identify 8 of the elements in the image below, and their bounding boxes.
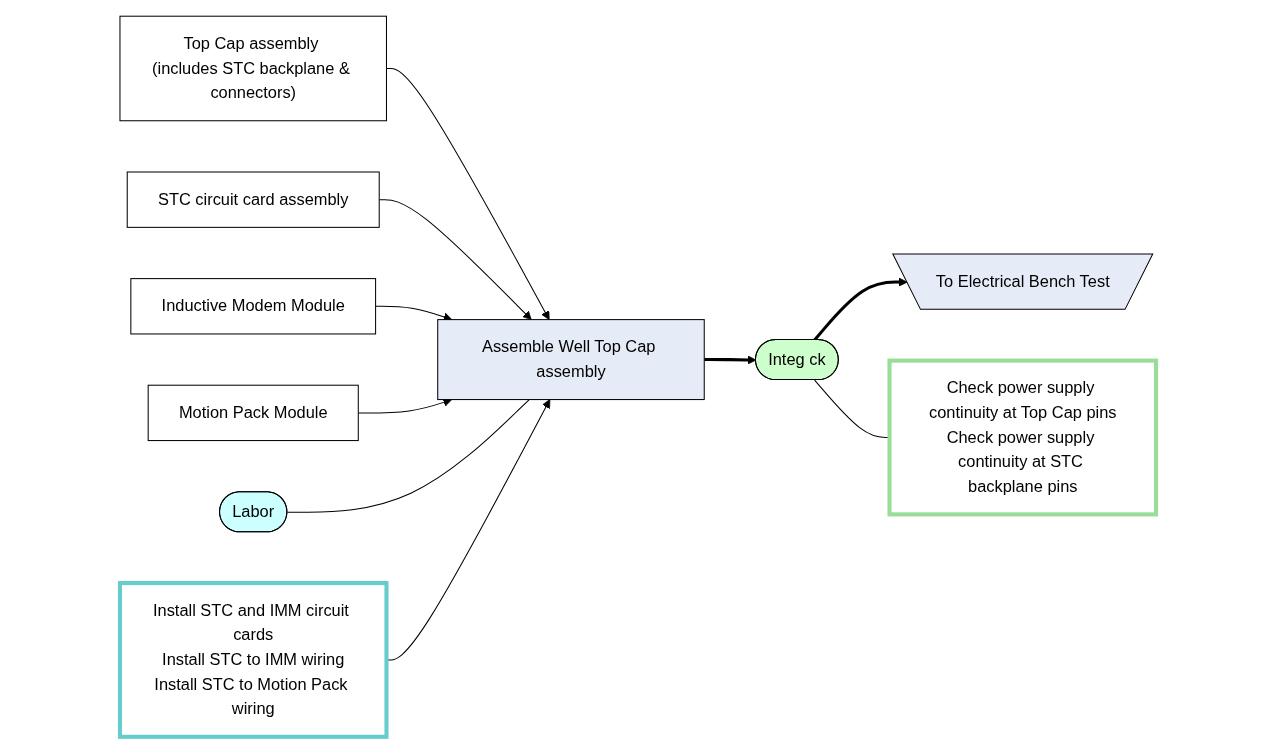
node-box: Check power supply continuity at Top Cap pins Check power supply continuity at STC backplane pins (887, 358, 1159, 517)
node-box: Inductive Modem Module (130, 278, 377, 335)
connector (286, 399, 530, 513)
node-box: Assemble Well Top Cap assembly (437, 319, 705, 401)
node-box: Install STC and IMM circuit cards Install STC to IMM wiring Install STC to Motion Pack wiring (117, 581, 389, 739)
node-box: STC circuit card assembly (126, 171, 380, 228)
node-box: Motion Pack Module (147, 384, 359, 442)
node-box: Top Cap assembly (includes STC backplane & connectors) (119, 15, 387, 122)
